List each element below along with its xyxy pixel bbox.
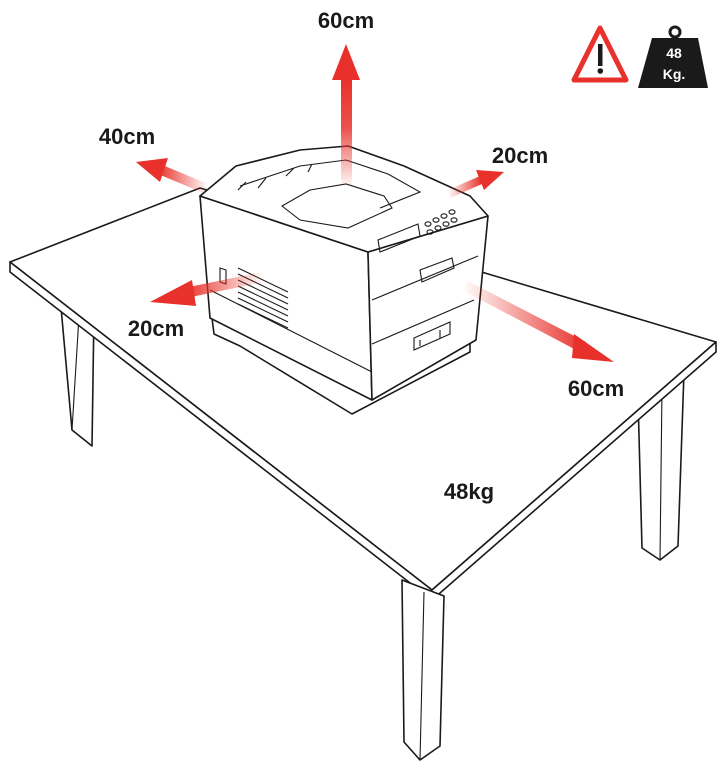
label-front-right-clearance: 60cm: [568, 376, 624, 401]
label-back-right-clearance: 20cm: [492, 143, 548, 168]
control-panel-display: [377, 223, 421, 253]
front-handle: [419, 257, 455, 283]
label-table-weight: 48kg: [444, 479, 494, 504]
weight-icon: 48 Kg.: [638, 25, 708, 88]
arrow-front-left: [150, 272, 264, 306]
printer-top: [199, 145, 489, 253]
label-top-clearance: 60cm: [318, 8, 374, 33]
weight-icon-unit: Kg.: [663, 66, 686, 82]
weight-icon-value: 48: [666, 45, 682, 61]
label-front-left-clearance: 20cm: [128, 316, 184, 341]
arrow-left: [136, 158, 208, 194]
clearance-arrows: [136, 44, 614, 362]
arrow-top: [332, 44, 360, 188]
arrow-back-right: [448, 170, 504, 198]
printer: [199, 145, 489, 415]
tray-handle: [413, 321, 451, 351]
control-panel-buttons: [424, 209, 458, 235]
arrow-front-right: [462, 280, 614, 362]
table-edge: [9, 261, 717, 601]
table-leg-front: [401, 579, 445, 761]
warning-triangle-icon: [571, 25, 629, 83]
label-left-clearance: 40cm: [99, 124, 155, 149]
